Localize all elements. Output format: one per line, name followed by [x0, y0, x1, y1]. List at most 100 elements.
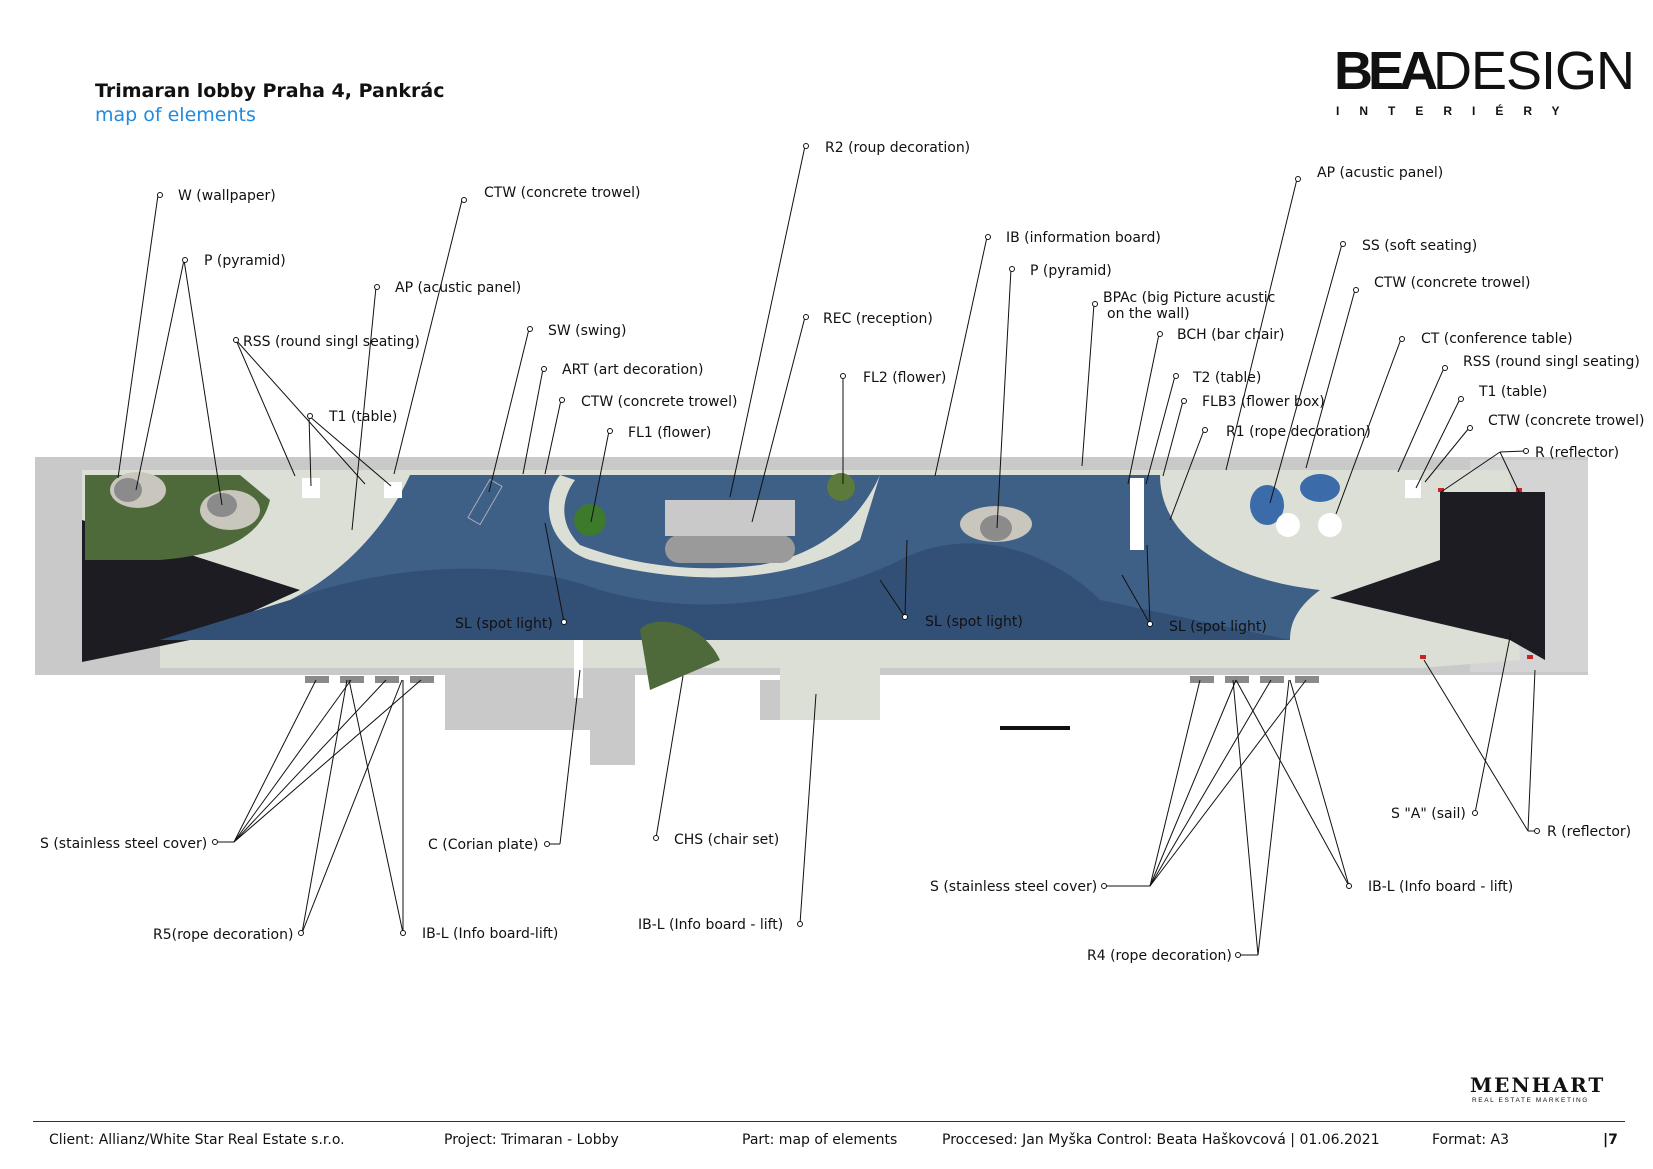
leader-ap1: [351, 286, 377, 531]
leader-dot: [1534, 828, 1540, 834]
leader-art: [522, 368, 544, 475]
leader-c: [559, 669, 581, 845]
leader-dot: [544, 841, 550, 847]
steel-cover: [1225, 676, 1249, 683]
reflector-marker: [1438, 488, 1444, 492]
leader-dot: [1458, 396, 1464, 402]
label-t1-left: T1 (table): [328, 409, 397, 425]
leader-dot: [1346, 883, 1352, 889]
leader-flb3: [1162, 400, 1184, 477]
leader-s1d: [233, 679, 422, 843]
label-r1: R1 (rope decoration): [1226, 424, 1371, 440]
leader-p2: [183, 259, 223, 506]
leader-ibl1a: [348, 679, 404, 934]
label-r-reflector-top: R (reflector): [1535, 445, 1619, 461]
leader-s2d: [1149, 679, 1307, 887]
page-subtitle: map of elements: [95, 104, 256, 126]
label-rss-left: RSS (round singl seating): [243, 334, 420, 350]
steel-cover: [1260, 676, 1284, 683]
label-flb3: FLB3 (flower box): [1202, 394, 1325, 410]
leader-s2a: [1149, 679, 1201, 887]
leader-ctw1: [393, 199, 463, 475]
leader-dot: [1147, 621, 1153, 627]
leader-dot: [374, 284, 380, 290]
label-ctw-right: CTW (concrete trowel): [1374, 275, 1530, 291]
leader-dot: [1202, 427, 1208, 433]
reflector-marker: [1516, 488, 1522, 492]
leader-dot: [1295, 176, 1301, 182]
label-r2: R2 (roup decoration): [825, 140, 970, 156]
menhart-logo: MENHART: [1470, 1073, 1606, 1097]
leader-dot: [653, 835, 659, 841]
leader-ibl3a: [1235, 679, 1350, 887]
label-ss: SS (soft seating): [1362, 238, 1477, 254]
label-sl-1: SL (spot light): [455, 616, 553, 632]
leader-sl3: [1121, 574, 1151, 625]
steel-cover: [305, 676, 329, 683]
table-left-1: [302, 478, 320, 498]
reflectors: [1420, 488, 1533, 659]
leader-sl2b: [879, 579, 906, 618]
footer-page-number: |7: [1603, 1132, 1618, 1148]
steel-cover: [1295, 676, 1319, 683]
steel-cover: [410, 676, 434, 683]
leader-dot: [1442, 365, 1448, 371]
label-s-right: S (stainless steel cover): [930, 879, 1097, 895]
leader-dot: [298, 930, 304, 936]
dark-carpet-right: [1330, 492, 1545, 660]
label-c-corian: C (Corian plate): [428, 837, 539, 853]
table-left-2: [384, 482, 402, 498]
leader-t2: [1145, 375, 1176, 485]
leader-ctw2: [544, 399, 562, 475]
reception-back: [665, 500, 795, 536]
label-ct: CT (conference table): [1421, 331, 1573, 347]
leader-s1b: [233, 679, 352, 843]
table-right: [1405, 480, 1421, 498]
leader-sl1: [544, 522, 565, 623]
logo-bold-text: BEA: [1334, 41, 1438, 101]
leader-r-bot-a: [1423, 659, 1529, 832]
label-p-pyramid-mid: P (pyramid): [1030, 263, 1112, 279]
swing: [467, 478, 503, 526]
leader-sl3b: [1146, 544, 1151, 625]
leader-dot: [1523, 448, 1529, 454]
leader-ibl2: [799, 693, 817, 925]
label-w-wallpaper: W (wallpaper): [178, 188, 276, 204]
leader-rec: [751, 316, 806, 523]
label-ctw-left: CTW (concrete trowel): [484, 185, 640, 201]
leader-dot: [527, 326, 533, 332]
leader-r5b: [301, 679, 403, 934]
leader-r-bot-b: [1527, 669, 1536, 832]
label-sl-3: SL (spot light): [1169, 619, 1267, 635]
label-chs: CHS (chair set): [674, 832, 779, 848]
footer-client: Client: Allianz/White Star Real Estate s…: [49, 1132, 345, 1148]
label-r-reflector-bottom: R (reflector): [1547, 824, 1631, 840]
door-line: [1000, 726, 1070, 730]
label-bpac-line2: on the wall): [1107, 306, 1190, 322]
leader-dot: [797, 921, 803, 927]
beadesign-logo: BEADESIGN: [1334, 41, 1635, 101]
leader-dot: [902, 614, 908, 620]
label-sl-2: SL (spot light): [925, 614, 1023, 630]
menhart-tagline: REAL ESTATE MARKETING: [1472, 1097, 1589, 1104]
leader-dot: [400, 930, 406, 936]
leader-dot: [157, 192, 163, 198]
leader-dot: [212, 839, 218, 845]
leader-sl2: [904, 539, 908, 618]
leader-t1b: [308, 415, 392, 487]
leader-dot: [559, 397, 565, 403]
leader-ss: [1269, 243, 1343, 504]
leader-s2b: [1149, 679, 1237, 887]
label-s-sail: S "A" (sail): [1391, 806, 1466, 822]
label-p-pyramid-left: P (pyramid): [204, 253, 286, 269]
footer-divider: [33, 1121, 1625, 1122]
leader-fl1: [590, 430, 610, 523]
leader-dot: [1399, 336, 1405, 342]
leader-dot: [1353, 287, 1359, 293]
leader-s1a: [233, 679, 317, 843]
leader-dot: [541, 366, 547, 372]
leader-dot: [1467, 425, 1473, 431]
leader-t1c: [1415, 398, 1461, 489]
information-board: [1130, 478, 1144, 550]
label-t1-right: T1 (table): [1478, 384, 1547, 400]
